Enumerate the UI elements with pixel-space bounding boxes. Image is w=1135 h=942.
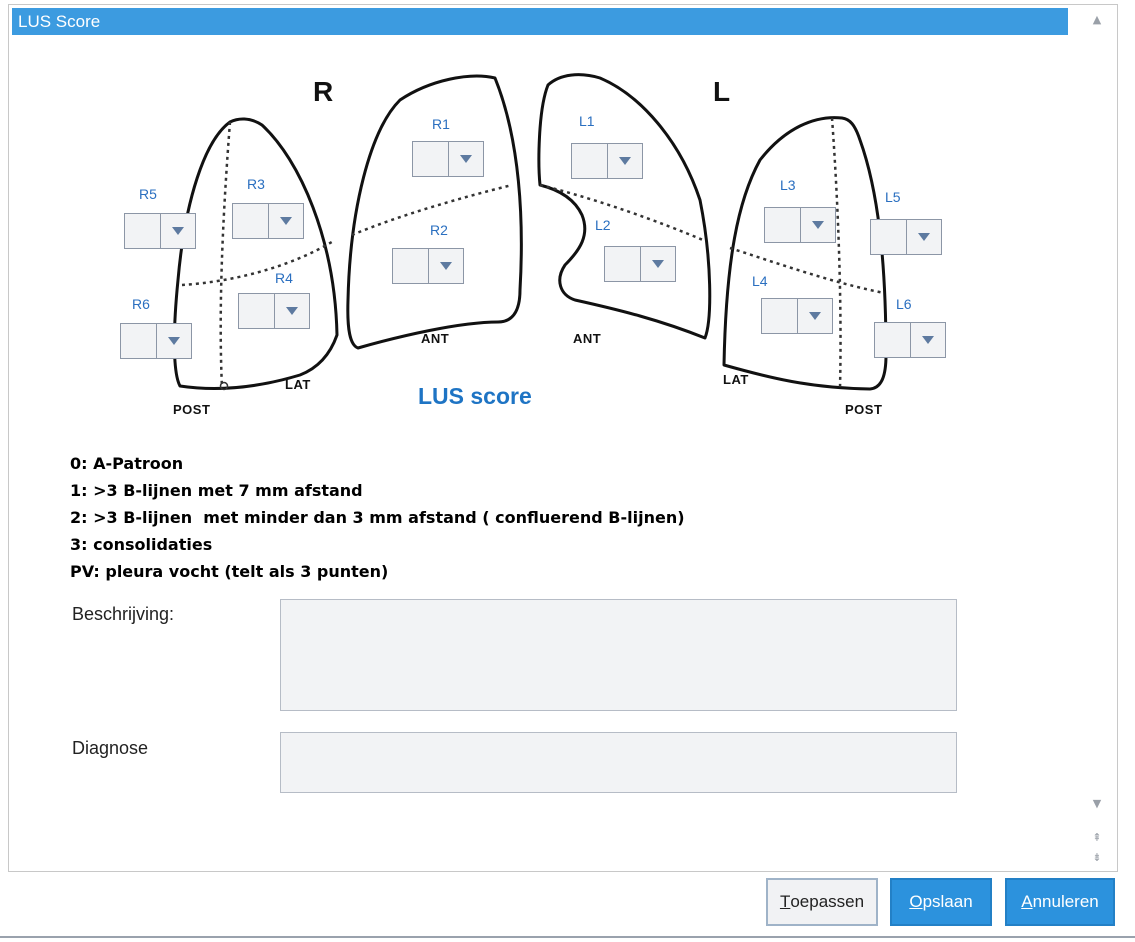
zone-label-r3: R3: [247, 176, 265, 192]
zone-select-l4[interactable]: [761, 298, 833, 334]
cancel-label: nnuleren: [1032, 892, 1099, 911]
footer-divider: [0, 936, 1135, 938]
score-legend: 0: A-Patroon 1: >3 B-lijnen met 7 mm afs…: [70, 450, 685, 585]
chevron-down-icon[interactable]: [641, 247, 675, 281]
zone-select-value: [125, 214, 161, 248]
zone-select-l6[interactable]: [874, 322, 946, 358]
beschrijving-textarea[interactable]: [280, 599, 957, 711]
right-lateral-fissure: [181, 238, 336, 287]
zone-select-value: [765, 208, 801, 242]
chevron-down-icon[interactable]: [161, 214, 195, 248]
left-anterior-fissure: [539, 183, 704, 242]
zone-select-value: [393, 249, 429, 283]
legend-item: 2: >3 B-lijnen met minder dan 3 mm afsta…: [70, 508, 685, 527]
scroll-bottom-icon[interactable]: ⇟: [1092, 851, 1102, 864]
zone-select-l2[interactable]: [604, 246, 676, 282]
diagnose-textarea[interactable]: [280, 732, 957, 793]
zone-label-l5: L5: [885, 189, 901, 205]
save-label: pslaan: [922, 892, 973, 911]
right-lateral-lung-outline: [172, 117, 339, 390]
zone-select-r5[interactable]: [124, 213, 196, 249]
chevron-down-icon[interactable]: [911, 323, 945, 357]
zone-select-value: [121, 324, 157, 358]
left-side-label: L: [713, 76, 731, 107]
right-anterior-lung-outline: [346, 74, 523, 350]
zone-label-r6: R6: [132, 296, 150, 312]
legend-item: 1: >3 B-lijnen met 7 mm afstand: [70, 481, 363, 500]
zone-label-r4: R4: [275, 270, 293, 286]
zone-label-r5: R5: [139, 186, 157, 202]
zone-select-l5[interactable]: [870, 219, 942, 255]
chevron-down-icon[interactable]: [907, 220, 941, 254]
legend-item: PV: pleura vocht (telt als 3 punten): [70, 562, 389, 581]
dialog-frame: [8, 4, 1118, 872]
chevron-down-icon[interactable]: [157, 324, 191, 358]
zone-select-r3[interactable]: [232, 203, 304, 239]
right-side-label: R: [313, 76, 334, 107]
save-mnemonic: O: [909, 892, 923, 911]
zone-select-value: [233, 204, 269, 238]
chevron-down-icon[interactable]: [798, 299, 832, 333]
zone-select-r1[interactable]: [412, 141, 484, 177]
zone-select-l1[interactable]: [571, 143, 643, 179]
cancel-mnemonic: A: [1021, 892, 1033, 911]
chevron-down-icon[interactable]: [608, 144, 642, 178]
left-anterior-lung-outline: [537, 73, 712, 340]
zone-select-r2[interactable]: [392, 248, 464, 284]
right-lateral-vertical-line: [219, 121, 232, 389]
zone-select-value: [572, 144, 608, 178]
zone-label-l6: L6: [896, 296, 912, 312]
apply-label: oepassen: [790, 892, 865, 911]
post-label-right: POST: [173, 402, 211, 417]
left-lateral-lung-outline: [722, 116, 888, 391]
chevron-down-icon[interactable]: [269, 204, 303, 238]
diagnose-label: Diagnose: [72, 738, 149, 758]
zone-label-l4: L4: [752, 273, 768, 289]
vertical-scrollbar[interactable]: ▲ ▼ ⇞ ⇟: [1078, 6, 1116, 870]
beschrijving-label: Beschrijving:: [72, 604, 175, 624]
zone-label-l2: L2: [595, 217, 611, 233]
lat-label-right: LAT: [285, 377, 311, 392]
zone-label-r1: R1: [432, 116, 450, 132]
window-title: LUS Score: [12, 8, 1068, 35]
left-lateral-vertical-line: [830, 117, 842, 389]
apply-mnemonic: T: [779, 892, 791, 911]
ant-label-left: ANT: [573, 331, 602, 346]
left-lateral-fissure: [729, 246, 885, 295]
zone-select-value: [239, 294, 275, 328]
zone-select-r4[interactable]: [238, 293, 310, 329]
zone-label-l1: L1: [579, 113, 595, 129]
zone-select-value: [413, 142, 449, 176]
diagram-caption: LUS score: [418, 383, 532, 409]
zone-label-r2: R2: [430, 222, 448, 238]
chevron-down-icon[interactable]: [801, 208, 835, 242]
scroll-down-icon[interactable]: ▼: [1092, 797, 1102, 810]
chevron-down-icon[interactable]: [429, 249, 463, 283]
zone-select-l3[interactable]: [764, 207, 836, 243]
ant-label-right: ANT: [421, 331, 450, 346]
chevron-down-icon[interactable]: [275, 294, 309, 328]
zone-label-l3: L3: [780, 177, 796, 193]
legend-item: 3: consolidaties: [70, 535, 213, 554]
zone-select-value: [875, 323, 911, 357]
legend-item: 0: A-Patroon: [70, 454, 184, 473]
scroll-up-icon[interactable]: ▲: [1092, 13, 1102, 26]
zone-select-value: [871, 220, 907, 254]
chevron-down-icon[interactable]: [449, 142, 483, 176]
right-anterior-fissure: [351, 183, 513, 237]
post-label-left: POST: [845, 402, 883, 417]
zone-select-value: [605, 247, 641, 281]
lat-label-left: LAT: [723, 372, 749, 387]
zone-select-value: [762, 299, 798, 333]
scroll-top-icon[interactable]: ⇞: [1092, 831, 1102, 844]
zone-select-r6[interactable]: [120, 323, 192, 359]
